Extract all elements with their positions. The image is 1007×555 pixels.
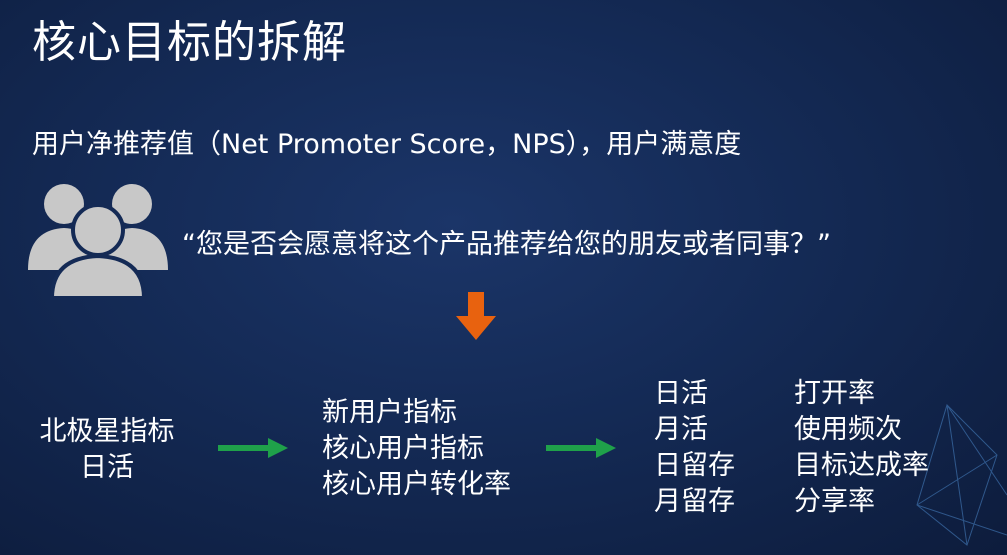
arrow-right-icon (546, 438, 616, 458)
metric-item: 日留存 (654, 450, 735, 481)
metric-item: 目标达成率 (794, 450, 929, 481)
corner-decoration (916, 404, 1007, 546)
metric-item: 核心用户转化率 (322, 469, 511, 500)
metric-item: 月活 (654, 414, 708, 445)
metric-item: 分享率 (794, 486, 875, 517)
arrow-right-icon (218, 438, 288, 458)
arrow-down-icon (456, 292, 496, 340)
page-title: 核心目标的拆解 (32, 17, 347, 68)
nps-subtitle: 用户净推荐值（Net Promoter Score，NPS），用户满意度 (32, 129, 742, 160)
metrics-column-a: 日活 月活 日留存 月留存 (654, 376, 735, 520)
north-star-value: 日活 (80, 452, 134, 483)
metric-item: 日活 (654, 378, 708, 409)
metric-item: 月留存 (654, 486, 735, 517)
users-group-icon (28, 184, 168, 300)
metric-item: 打开率 (794, 378, 875, 409)
metric-item: 核心用户指标 (322, 433, 484, 464)
metrics-column-b: 打开率 使用频次 目标达成率 分享率 (794, 376, 929, 520)
metric-item: 使用频次 (794, 414, 902, 445)
north-star-block: 北极星指标 日活 (22, 414, 192, 486)
north-star-label: 北极星指标 (39, 416, 175, 447)
middle-metrics: 新用户指标 核心用户指标 核心用户转化率 (322, 395, 511, 503)
recommend-question: “您是否会愿意将这个产品推荐给您的朋友或者同事？” (182, 229, 831, 260)
metric-item: 新用户指标 (322, 397, 457, 428)
